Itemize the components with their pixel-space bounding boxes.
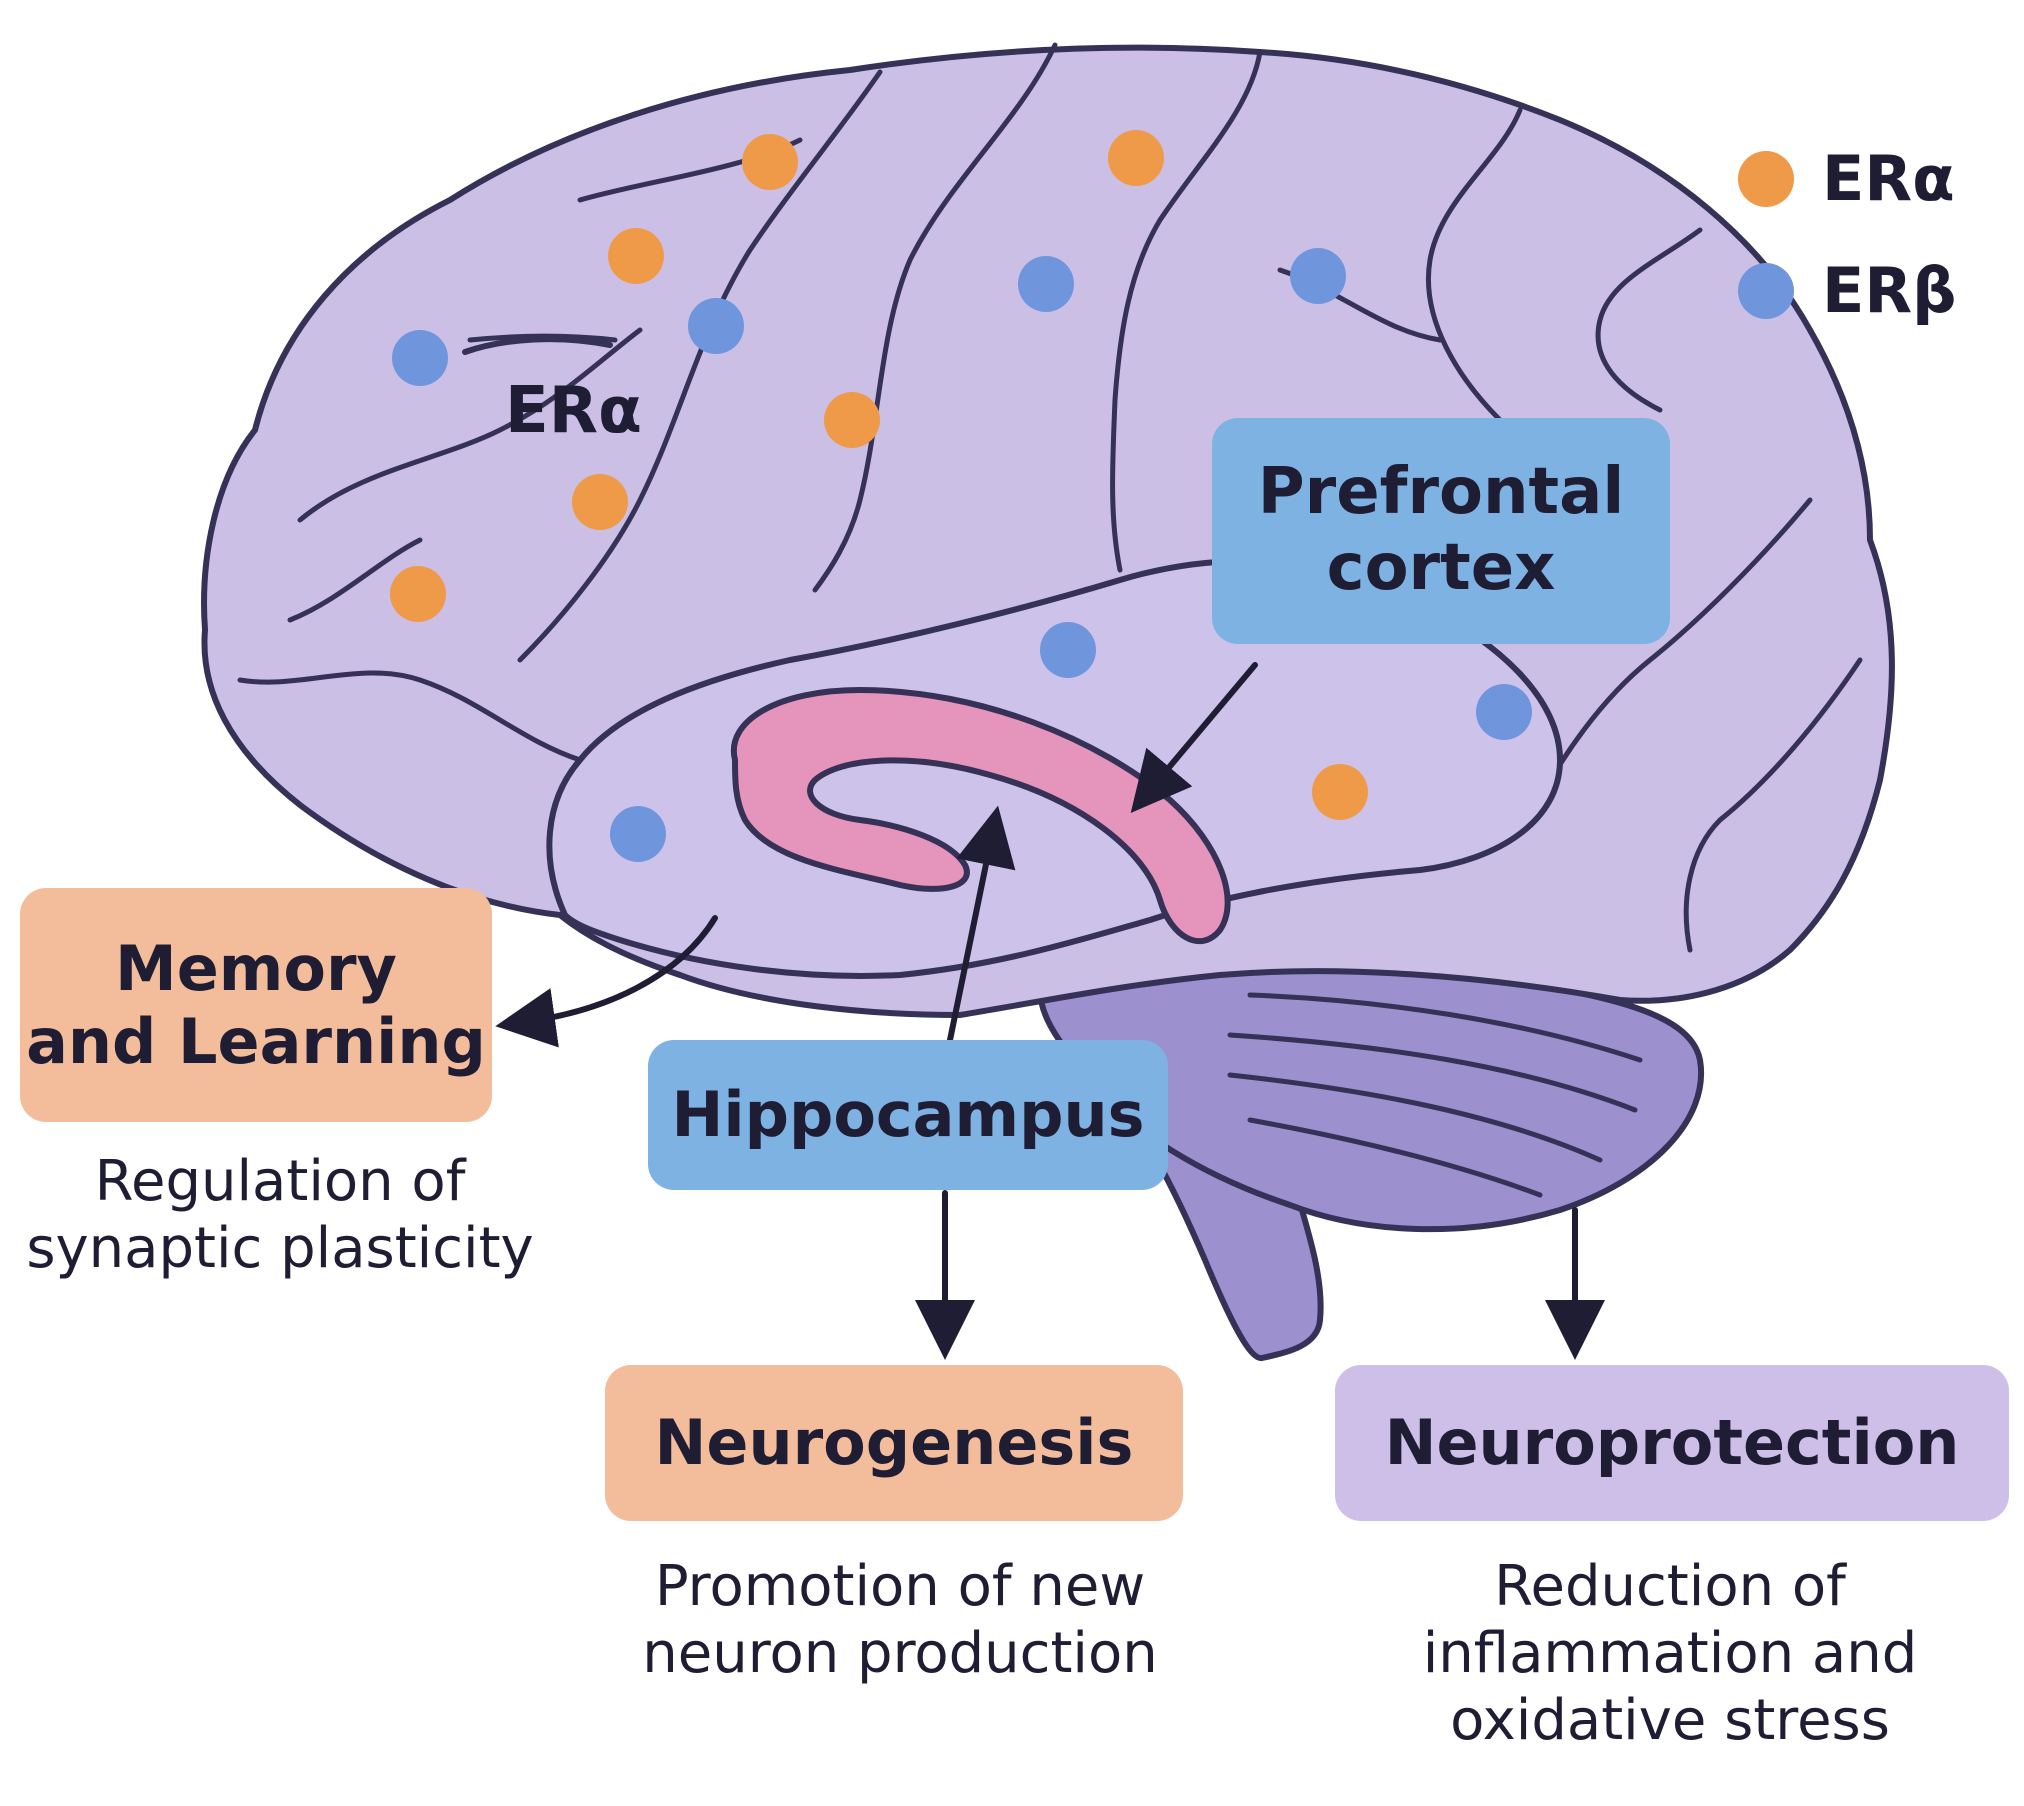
- er-alpha-dot: [608, 228, 664, 284]
- memory-learning-label: Memory and Learning: [20, 888, 492, 1122]
- legend-label-er-beta: ERβ: [1822, 254, 1957, 327]
- er-beta-dot: [1290, 248, 1346, 304]
- arrow-hippocampus-up: [947, 805, 1016, 1043]
- er-beta-dot: [392, 330, 448, 386]
- arrow-to-memory: [495, 915, 718, 1048]
- memory-caption-line2: synaptic plasticity: [26, 1216, 534, 1282]
- neuroprotection-label: Neuroprotection: [1335, 1365, 2009, 1521]
- neurogenesis-label: Neurogenesis: [605, 1365, 1183, 1521]
- er-beta-dot: [610, 806, 666, 862]
- er-alpha-dot: [742, 134, 798, 190]
- neurogenesis-caption-line2: neuron production: [642, 1621, 1158, 1687]
- neuroprotection-caption-line2: inflammation and: [1422, 1621, 1918, 1687]
- neuroprotection-caption-line3: oxidative stress: [1450, 1688, 1890, 1754]
- arrows: [495, 662, 1605, 1360]
- memory-learning-caption: Regulation of synaptic plasticity: [0, 1148, 560, 1282]
- er-beta-dot: [1476, 684, 1532, 740]
- legend-dot-er-alpha: [1738, 150, 1794, 207]
- memory-caption-line1: Regulation of: [94, 1149, 466, 1214]
- er-alpha-arc: [462, 336, 613, 355]
- cerebellum-folds: [1227, 992, 1643, 1198]
- legend-item-er-beta: ERβ: [1738, 254, 1956, 327]
- memory-line2: and Learning: [26, 1005, 486, 1078]
- memory-line1: Memory: [115, 931, 397, 1005]
- legend-label-er-alpha: ERα: [1822, 142, 1955, 215]
- hippocampus-text: Hippocampus: [671, 1078, 1145, 1152]
- prefrontal-cortex-label: Prefrontal cortex: [1212, 418, 1670, 644]
- neuroprotection-caption: Reduction of inflammation and oxidative …: [1370, 1553, 1970, 1755]
- neurogenesis-caption: Promotion of new neuron production: [580, 1553, 1220, 1687]
- neurogenesis-text: Neurogenesis: [654, 1406, 1134, 1480]
- neurogenesis-caption-line1: Promotion of new: [654, 1554, 1146, 1619]
- in-brain-er-alpha-label: ERα: [505, 374, 642, 448]
- hippocampus-shape: [730, 686, 1231, 945]
- arrow-prefrontal-to-hippocampus: [1130, 662, 1258, 813]
- neuroprotection-caption-line1: Reduction of: [1494, 1554, 1846, 1619]
- er-beta-dot: [1018, 256, 1074, 312]
- hippocampus-label: Hippocampus: [648, 1040, 1168, 1190]
- er-alpha-dot: [572, 474, 628, 530]
- er-alpha-dot: [390, 566, 446, 622]
- legend-dot-er-beta: [1738, 262, 1794, 319]
- prefrontal-line2: cortex: [1326, 531, 1556, 605]
- er-beta-dot: [1040, 622, 1096, 678]
- er-alpha-dot: [1312, 764, 1368, 820]
- legend-item-er-alpha: ERα: [1738, 142, 1955, 215]
- er-alpha-dot: [1108, 130, 1164, 186]
- prefrontal-line1: Prefrontal: [1257, 455, 1625, 530]
- neuroprotection-text: Neuroprotection: [1384, 1406, 1960, 1480]
- er-alpha-dot: [824, 392, 880, 448]
- er-beta-dot: [688, 298, 744, 354]
- receptor-dots: [390, 130, 1532, 862]
